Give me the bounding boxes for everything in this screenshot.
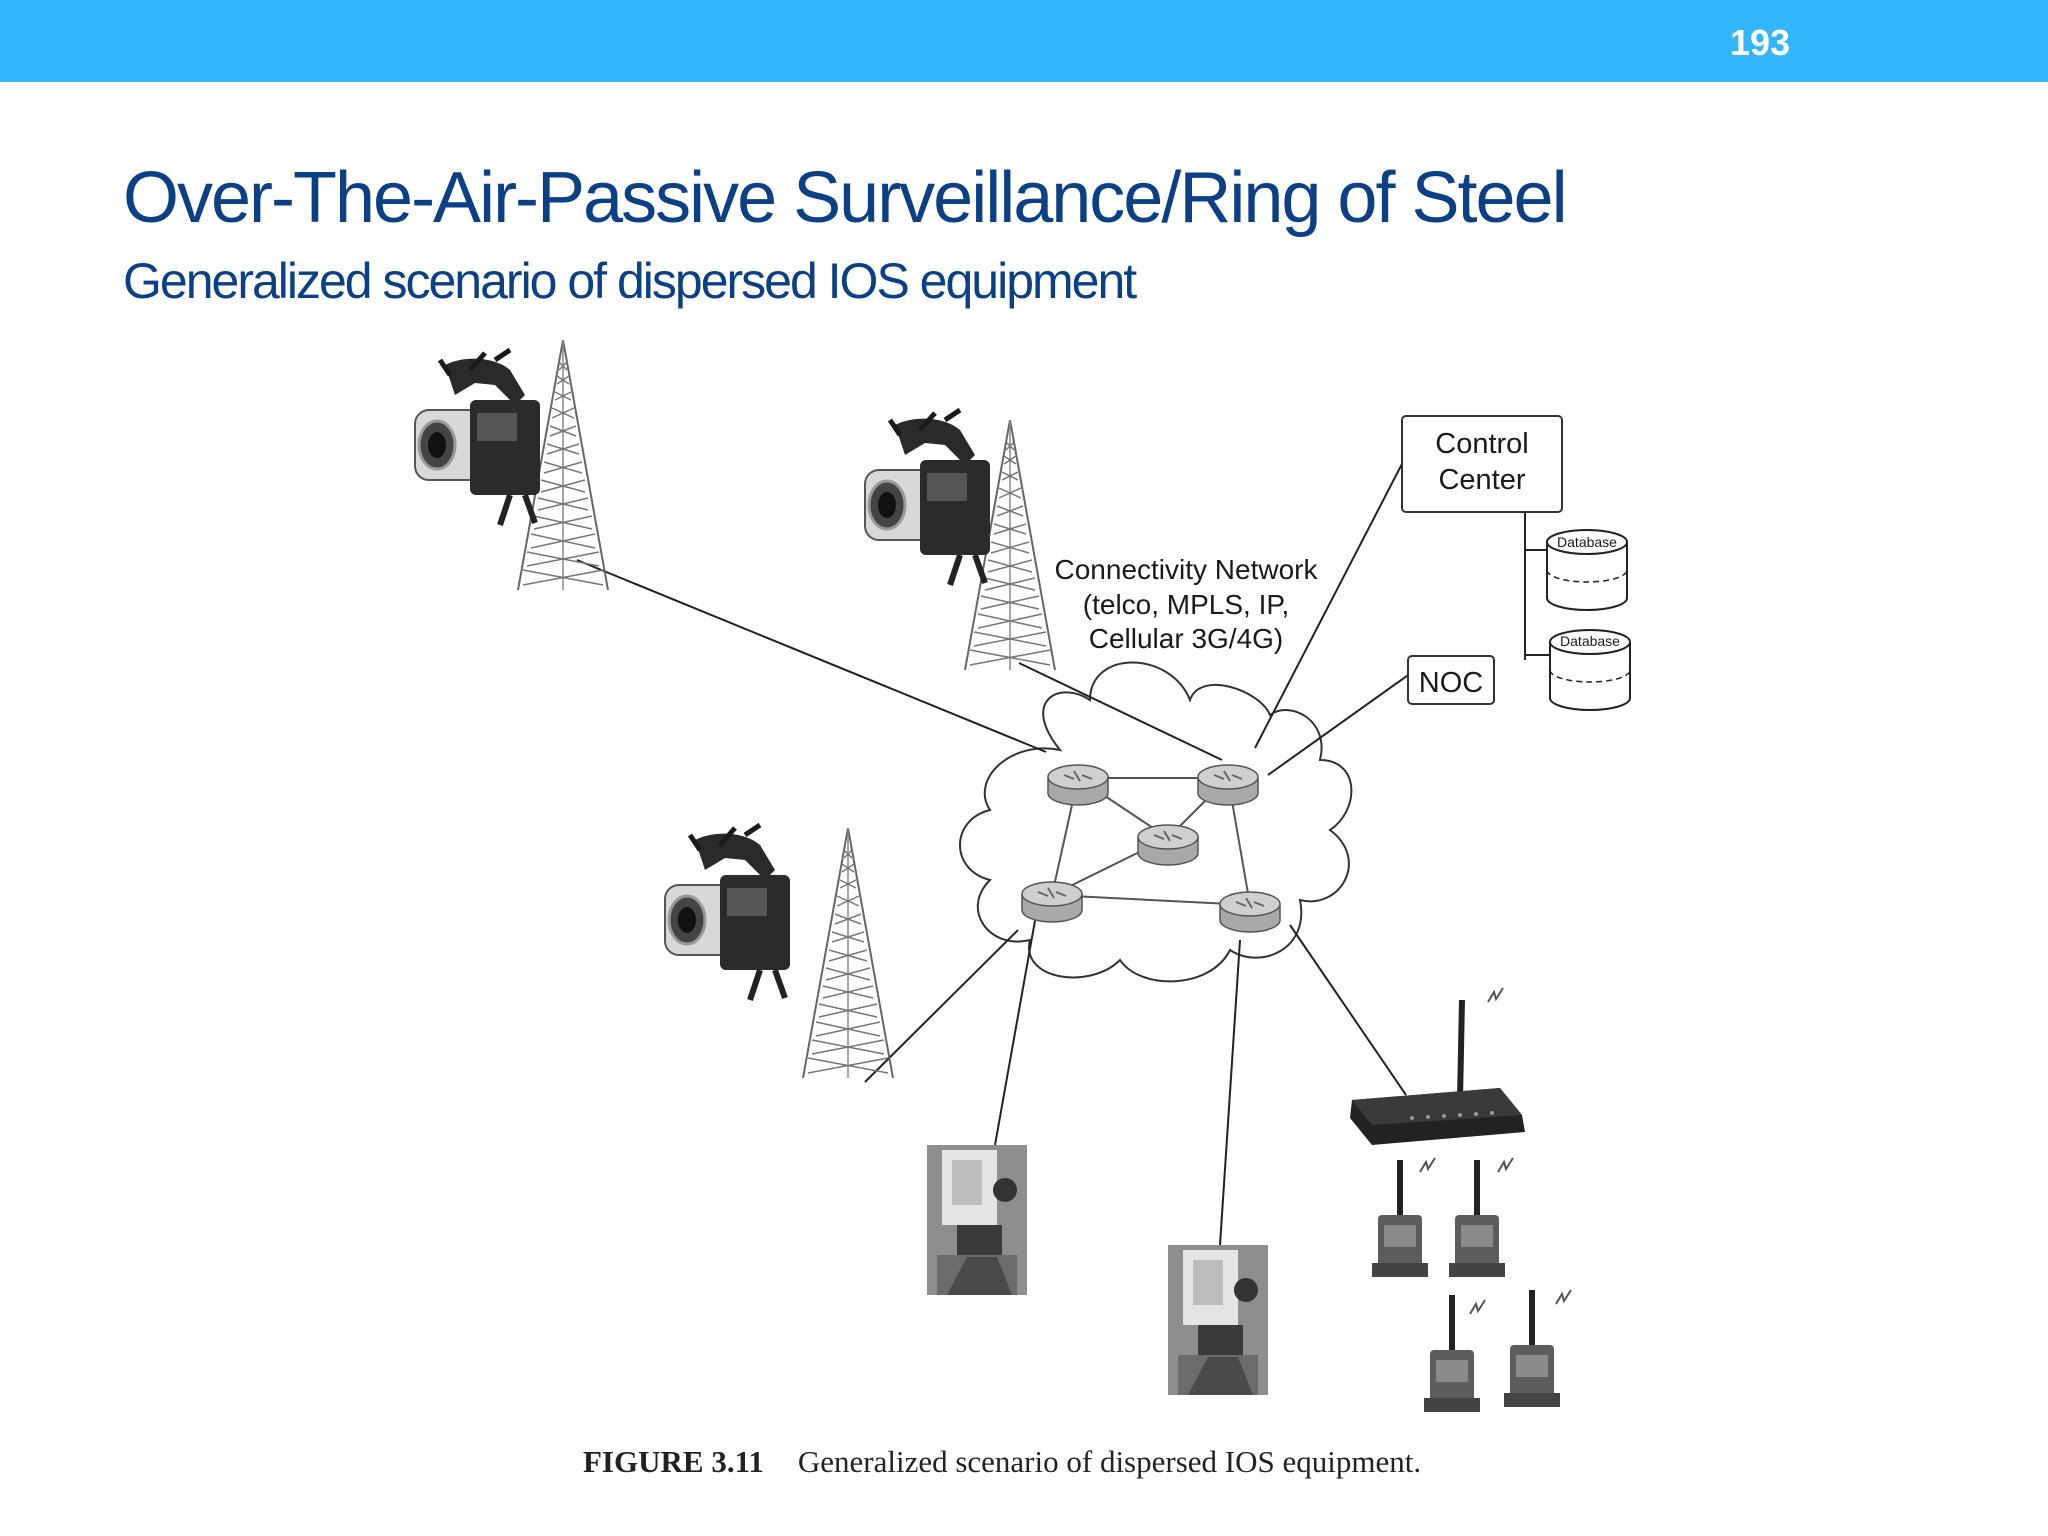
wireless-signal-icon (1497, 1157, 1514, 1173)
control-center-box (1401, 415, 1563, 513)
network-label-line-2: (telco, MPLS, IP, (1083, 589, 1289, 620)
network-cloud (959, 661, 1353, 983)
page-number: 193 (1729, 22, 1791, 63)
surveillance-camera-icon (415, 350, 540, 525)
network-links (576, 459, 1552, 1246)
figure-label: FIGURE 3.11 (583, 1444, 764, 1479)
router-icon (1021, 881, 1083, 923)
surveying-instrument-icon (1168, 1245, 1268, 1395)
control-center-line-1: Control (1435, 428, 1529, 460)
wireless-signal-icon (1419, 1157, 1436, 1173)
control-center-line-2: Center (1438, 464, 1525, 496)
wireless-signal-icon (1487, 987, 1504, 1003)
wireless-sensor-icon (1449, 1160, 1505, 1277)
router-icon (1137, 824, 1199, 866)
surveillance-camera-icon (665, 825, 790, 1000)
noc-box (1407, 655, 1495, 705)
surveying-instrument-icon (927, 1145, 1027, 1295)
wireless-signal-icon (1555, 1289, 1572, 1305)
figure-caption-text: Generalized scenario of dispersed IOS eq… (797, 1444, 1422, 1479)
router-icon (1047, 764, 1109, 806)
header-bar (0, 0, 2048, 82)
network-label-line-1: Connectivity Network (1055, 554, 1319, 585)
cell-tower-icon (802, 827, 894, 1079)
router-icon (1197, 764, 1259, 806)
database-label: Database (1560, 633, 1620, 649)
figure-caption: FIGURE 3.11 Generalized scenario of dispe… (583, 1444, 1421, 1480)
slide-title: Over-The-Air-Passive Surveillance/Ring o… (123, 158, 1568, 238)
router-icon (1219, 891, 1281, 933)
wireless-router-icon (1350, 999, 1525, 1145)
noc-label: NOC (1419, 667, 1483, 699)
wireless-signal-icon (1469, 1299, 1486, 1315)
wireless-sensor-icon (1372, 1160, 1428, 1277)
slide-subtitle: Generalized scenario of dispersed IOS eq… (123, 253, 1137, 309)
network-label-line-3: Cellular 3G/4G) (1089, 623, 1284, 654)
wireless-sensor-icon (1504, 1290, 1560, 1407)
database-label: Database (1557, 534, 1617, 550)
surveillance-camera-icon (865, 410, 990, 585)
